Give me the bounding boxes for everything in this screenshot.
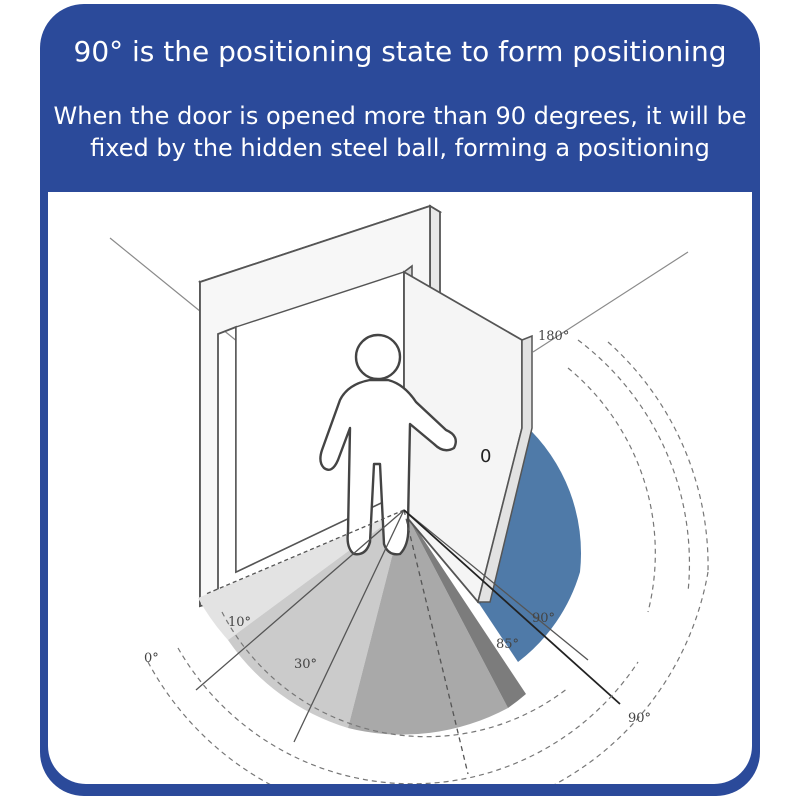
angle-label-85: 85° [496, 637, 519, 652]
page-title: 90° is the positioning state to form pos… [73, 35, 727, 68]
page-subtitle: When the door is opened more than 90 deg… [53, 102, 747, 162]
door-angle-diagram: 0 [109, 204, 709, 784]
sector-30-85 [348, 510, 508, 735]
reference-arcs [147, 339, 709, 784]
diagram-panel: 0 [48, 192, 752, 784]
door-leaf-thickness [477, 334, 533, 603]
header-banner: 90° is the positioning state to form pos… [40, 4, 760, 192]
person-icon [319, 333, 457, 556]
angle-label-30: 30° [294, 657, 317, 672]
angle-label-90-outer: 90° [628, 711, 651, 726]
wall-line-right [532, 251, 689, 353]
sector-85-90 [404, 510, 526, 708]
angle-label-10: 10° [228, 615, 251, 630]
door-knob-icon: 0 [480, 446, 491, 467]
angle-label-90-inner: 90° [532, 611, 555, 626]
angle-label-0: 0° [144, 651, 159, 666]
sector-10-30 [228, 510, 404, 728]
card-frame: 90° is the positioning state to form pos… [40, 4, 760, 796]
sector-positioning-90-180 [478, 424, 582, 662]
angle-rays [195, 509, 621, 775]
angle-label-180: 180° [538, 329, 569, 344]
